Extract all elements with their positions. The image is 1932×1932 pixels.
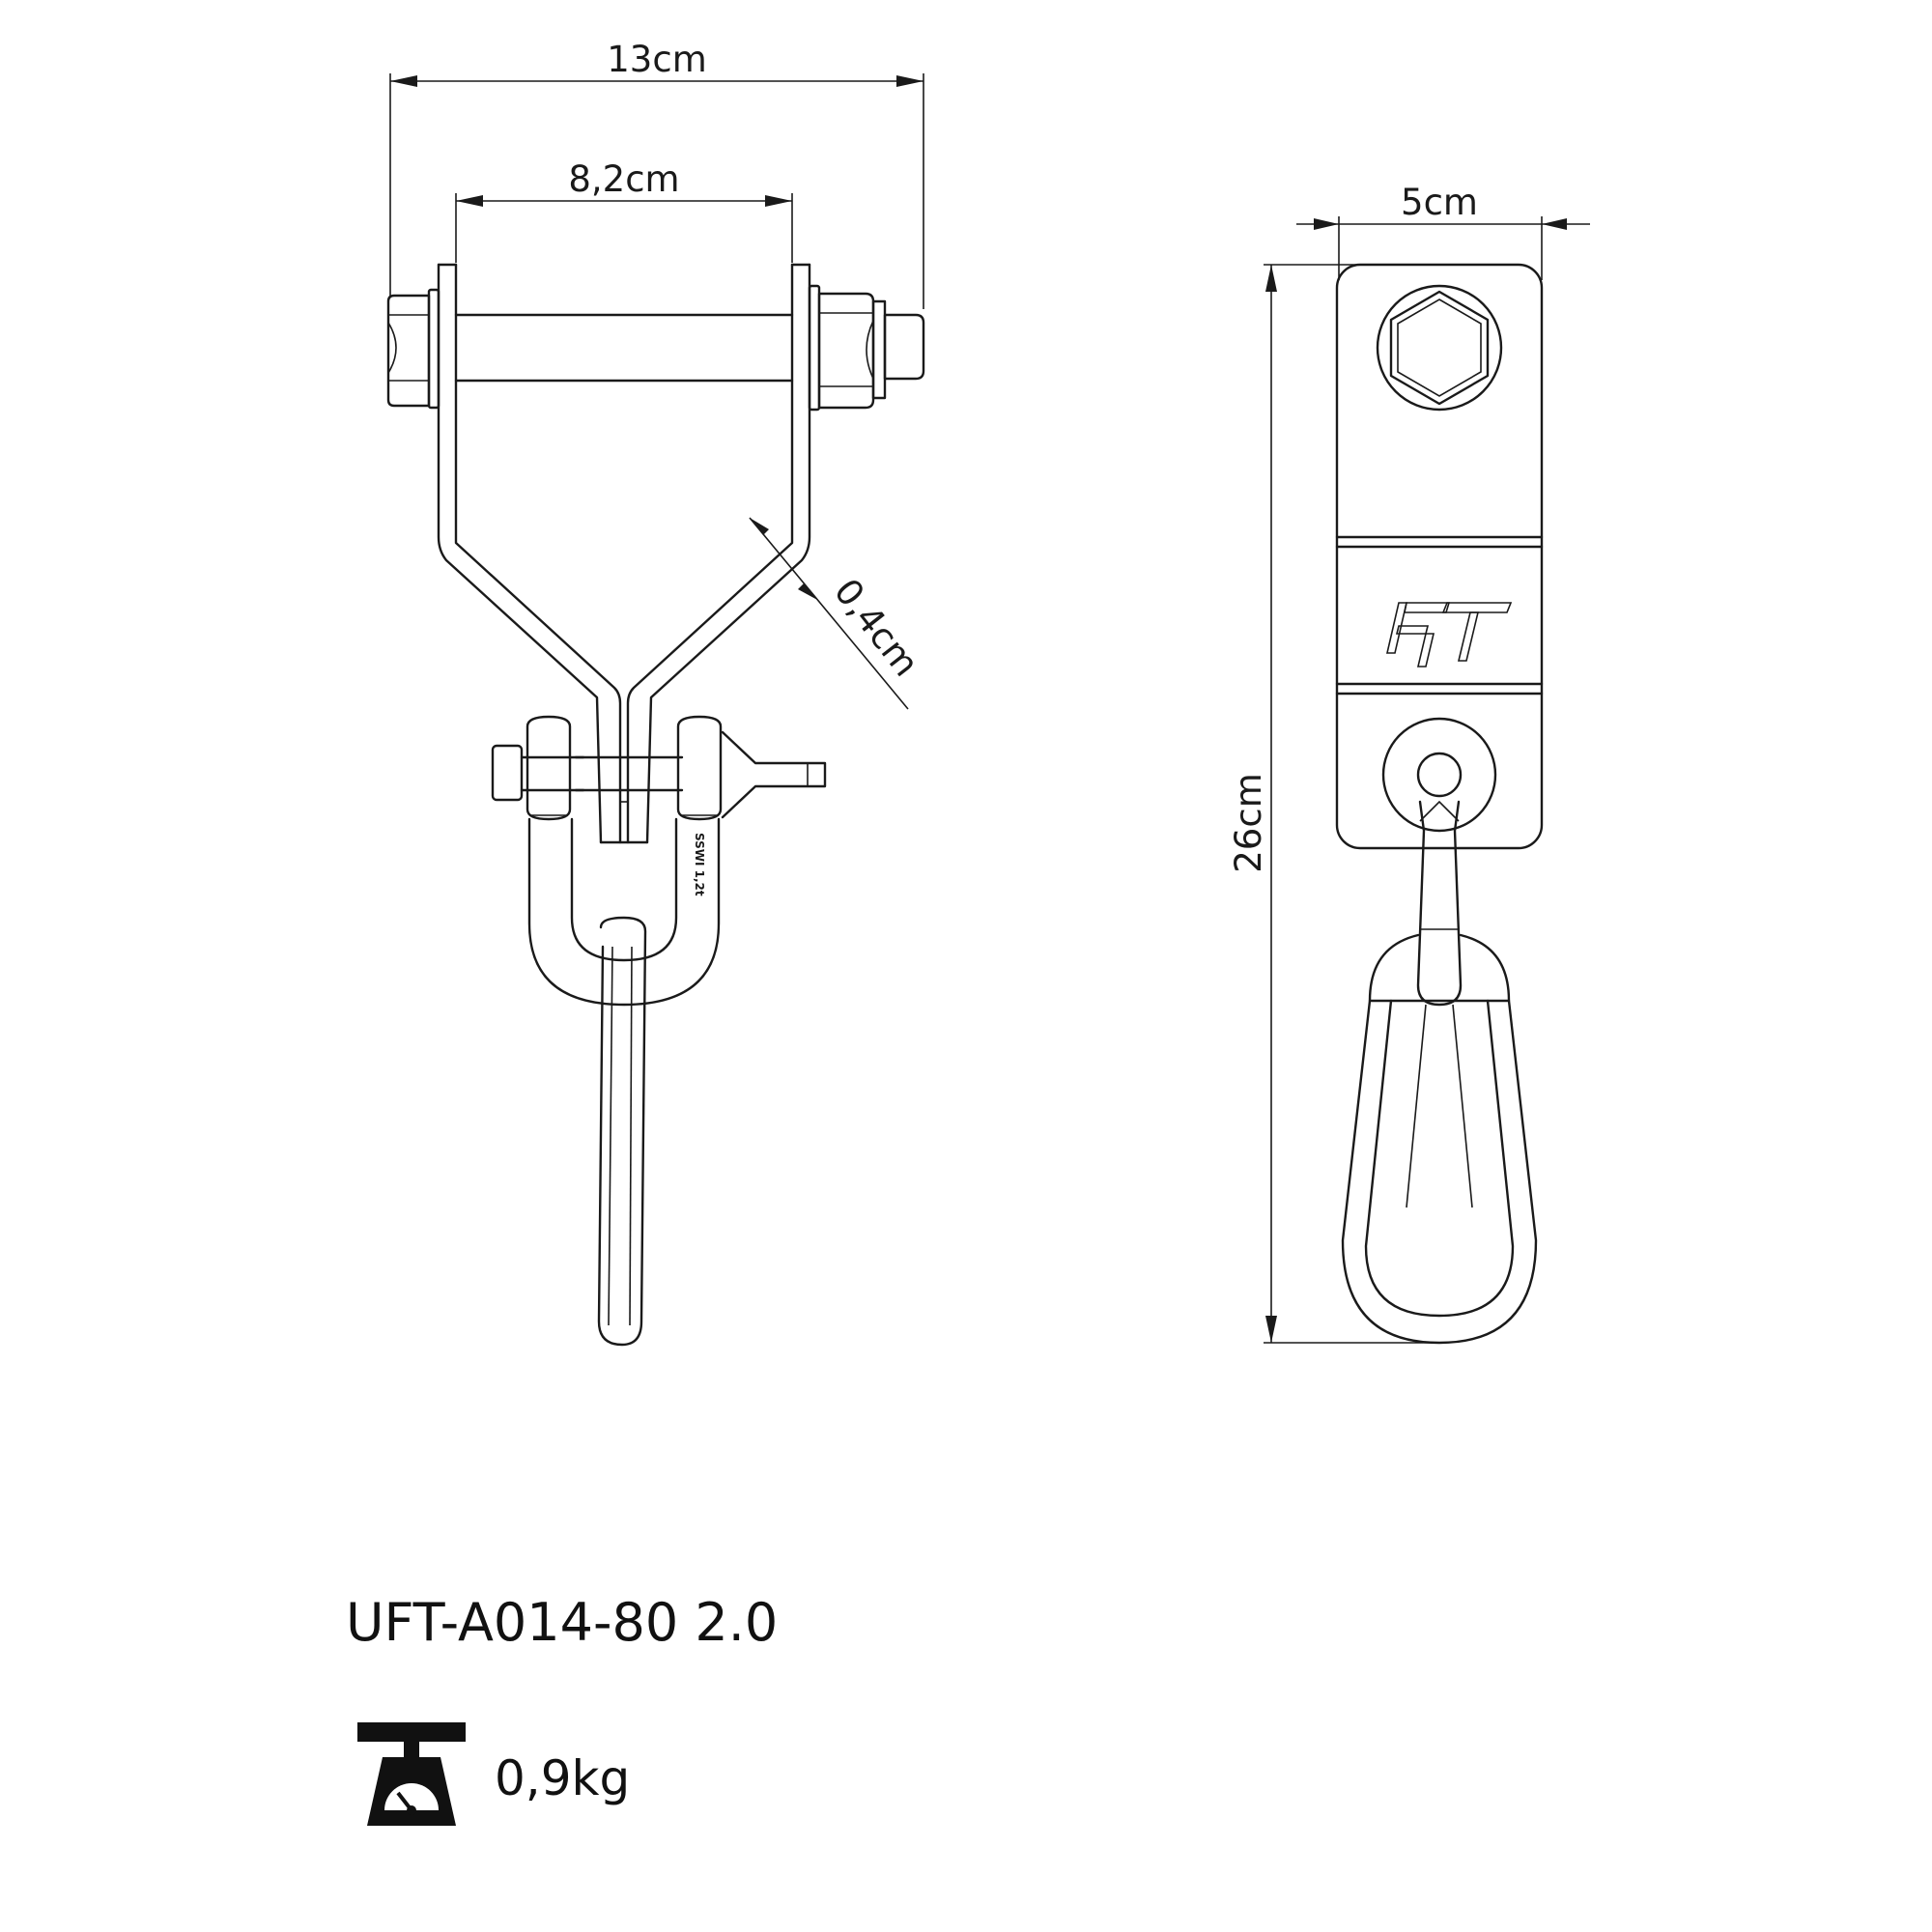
dimension-label-8-2cm: 8,2cm — [568, 158, 679, 200]
shackle-engraving: SSWI 1,2t — [693, 833, 706, 896]
dimension-label-5cm: 5cm — [1401, 182, 1478, 223]
dimension-inner-width: 8,2cm — [455, 158, 793, 263]
shackle-pin — [491, 730, 827, 819]
swivel-hook — [597, 916, 647, 1347]
side-plate — [1335, 263, 1544, 850]
dimension-plate-thickness: 0,4cm — [749, 517, 927, 710]
swivel-eye — [1381, 717, 1497, 1007]
nut-right — [808, 284, 925, 412]
dimension-label-26cm: 26cm — [1228, 773, 1269, 872]
shackle-body: SSWI 1,2t — [527, 817, 721, 1007]
dimension-side-width: 5cm — [1296, 182, 1590, 280]
dimension-label-13cm: 13cm — [607, 39, 706, 80]
carabiner — [1341, 933, 1538, 1345]
side-view: 5cm 26cm — [1228, 182, 1590, 1345]
shackle-ears — [526, 715, 723, 821]
bolt-axle — [454, 313, 794, 383]
weight-value: 0,9kg — [495, 1750, 630, 1806]
model-number: UFT-A014-80 2.0 — [346, 1592, 778, 1653]
scale-weight-icon — [357, 1722, 466, 1826]
bolt-head-left — [386, 288, 440, 410]
dimension-overall-height: 26cm — [1228, 264, 1430, 1344]
dimension-overall-width: 13cm — [389, 39, 924, 309]
bracket-plates — [437, 263, 811, 844]
brand-logo — [1385, 602, 1513, 668]
front-view: 13cm 8,2cm — [386, 39, 927, 1347]
